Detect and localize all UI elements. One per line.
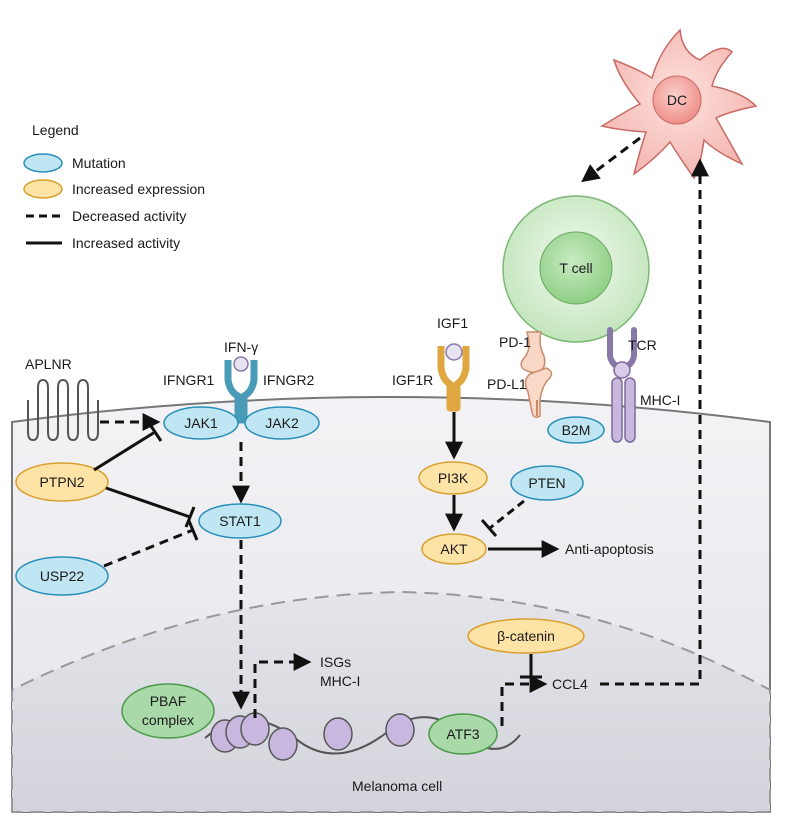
usp22-node: USP22: [15, 556, 109, 596]
svg-text:AKT: AKT: [440, 541, 468, 557]
ptpn2-node: PTPN2: [15, 462, 109, 502]
svg-text:PTPN2: PTPN2: [39, 474, 84, 490]
chromatin-to-isgs: [253, 653, 312, 718]
svg-text:USP22: USP22: [40, 568, 85, 584]
igf1-ligand: [445, 343, 463, 361]
igf1r-receptor: IGF1 IGF1R: [392, 315, 470, 412]
usp22-inhibits-stat1: [103, 528, 194, 568]
ifn-gamma-label: IFN-γ: [224, 339, 258, 355]
mhc1-label: MHC-I: [640, 392, 680, 408]
jak2-node: JAK2: [244, 406, 320, 440]
ptpn2-inhibits-jak1: [93, 430, 156, 472]
mhc1-output-label: MHC-I: [320, 673, 360, 689]
b2m-node: [547, 416, 605, 444]
pdl1-ligand: [524, 367, 553, 419]
t-cell-nucleus: [539, 231, 613, 305]
beta-catenin-node: β-catenin: [467, 618, 585, 654]
dc-nucleus: [652, 75, 702, 125]
legend-mutation: Mutation: [72, 155, 126, 171]
tcr-label: TCR: [628, 337, 657, 353]
isgs-label: ISGs: [320, 654, 351, 670]
svg-text:JAK2: JAK2: [265, 415, 299, 431]
ccl4-to-dc: [600, 158, 709, 686]
mhc-chain-2: [624, 377, 636, 443]
ifn-gamma-ligand: [233, 356, 249, 372]
usp22-stat1-tbar: [187, 520, 199, 541]
ifngr2-label: IFNGR2: [263, 372, 315, 388]
svg-text:β-catenin: β-catenin: [497, 628, 555, 644]
nucleosome: [210, 712, 415, 761]
pi3k-node: PI3K: [418, 461, 488, 495]
tcr-mhc-complex: TCR MHC-I B2M: [547, 327, 680, 444]
svg-text:PI3K: PI3K: [438, 470, 469, 486]
pbaf-complex-node: PBAF complex: [121, 683, 215, 739]
legend-mutation-swatch: [23, 153, 63, 173]
pd1-pdl1-interaction: PD-1 PD-L1: [487, 331, 553, 419]
pdl1-label: PD-L1: [487, 376, 527, 392]
pd1-label: PD-1: [499, 334, 531, 350]
anti-apoptosis-label: Anti-apoptosis: [565, 541, 654, 557]
legend-decreased-activity: Decreased activity: [72, 208, 186, 224]
dc-to-tcell: [581, 136, 641, 183]
svg-text:complex: complex: [142, 712, 194, 728]
igf1r-label: IGF1R: [392, 372, 433, 388]
b2m-label: B2M: [562, 422, 591, 438]
ptpn2-stat1-tbar: [184, 506, 196, 528]
mhc-peptide: [613, 361, 631, 379]
pd1-receptor: [520, 331, 546, 373]
svg-text:PTEN: PTEN: [528, 475, 565, 491]
t-cell-label: T cell: [559, 260, 592, 276]
svg-text:STAT1: STAT1: [219, 513, 261, 529]
pten-akt-tbar: [480, 519, 498, 537]
ifngr1-label: IFNGR1: [163, 372, 215, 388]
mhc-chain-1: [611, 377, 623, 443]
nucleus-envelope: [11, 590, 771, 813]
dc-label: DC: [667, 92, 687, 108]
ccl4-label: CCL4: [552, 676, 588, 692]
igf1-label: IGF1: [437, 315, 468, 331]
akt-node: AKT: [421, 533, 487, 565]
legend-title: Legend: [32, 122, 79, 138]
dendritic-cell: DC: [600, 28, 758, 180]
jak1-node: JAK1: [163, 406, 239, 440]
svg-text:JAK1: JAK1: [184, 415, 218, 431]
atf3-node: ATF3: [428, 713, 498, 755]
ptpn2-inhibits-stat1: [105, 486, 191, 519]
legend-increased-activity: Increased activity: [72, 235, 180, 251]
legend-increased-expression: Increased expression: [72, 181, 205, 197]
melanoma-cell-label: Melanoma cell: [352, 778, 442, 794]
legend-expression-swatch: [23, 179, 63, 199]
pten-inhibits-akt: [489, 499, 525, 530]
ifngr-receptor: IFN-γ IFNGR1 IFNGR2: [163, 339, 315, 424]
svg-text:PBAF: PBAF: [150, 693, 187, 709]
chromatin: [204, 712, 521, 761]
svg-text:ATF3: ATF3: [446, 726, 479, 742]
aplnr-receptor: APLNR: [25, 356, 99, 442]
legend: Legend Mutation Increased expression Dec…: [23, 122, 205, 251]
t-cell: T cell: [502, 195, 650, 343]
pten-node: PTEN: [510, 465, 584, 501]
aplnr-label: APLNR: [25, 356, 72, 372]
stat1-node: STAT1: [198, 503, 282, 539]
